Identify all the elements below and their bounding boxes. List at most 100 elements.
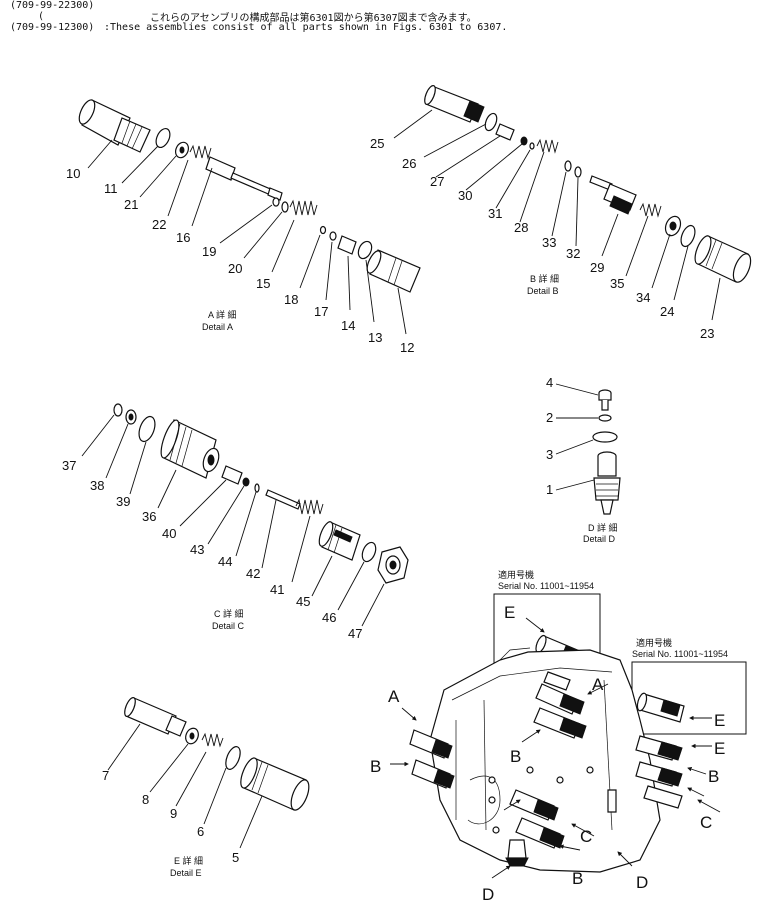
part-38-nut (125, 409, 137, 425)
callout-22: 22 (152, 217, 166, 232)
part-16-spool (205, 156, 283, 201)
part-37-ring (113, 403, 123, 417)
callout-27: 27 (430, 174, 444, 189)
callout-39: 39 (116, 494, 130, 509)
callout-45: 45 (296, 594, 310, 609)
arrow-label-b-top: B (510, 747, 521, 766)
callout-18: 18 (284, 292, 298, 307)
part-14-piston (337, 235, 357, 255)
part-43-nut (242, 477, 250, 487)
part-21-nut (174, 141, 190, 159)
detail-a-jp: A 詳 細 (208, 309, 237, 320)
callout-8: 8 (142, 792, 149, 807)
part-30-nut (520, 136, 528, 146)
part-31-ball (529, 142, 535, 150)
part-13-seal (357, 240, 373, 260)
callout-34: 34 (636, 290, 650, 305)
callout-32: 32 (566, 246, 580, 261)
callout-43: 43 (190, 542, 204, 557)
part-6-o-ring (225, 746, 241, 770)
callout-41: 41 (270, 582, 284, 597)
detail-e-leaders (107, 723, 263, 849)
callout-7: 7 (102, 768, 109, 783)
arrow-label-a-left: A (388, 687, 400, 706)
part-40-piston (221, 465, 243, 485)
detail-d-jp: D 詳 細 (588, 522, 618, 533)
part-4-bolt (598, 389, 612, 411)
arrow-label-a-top: A (592, 675, 604, 694)
arrow-label-b-bottom: B (572, 869, 583, 888)
callout-16: 16 (176, 230, 190, 245)
arrow-label-b-right: B (708, 767, 719, 786)
part-32-ring (574, 166, 582, 178)
detail-b-leaders (393, 109, 721, 321)
callout-36: 36 (142, 509, 156, 524)
arrow-label-c-right: C (700, 813, 712, 832)
part-47-nut (377, 546, 409, 584)
callout-31: 31 (488, 206, 502, 221)
detail-d-group (592, 389, 621, 515)
part-41-spring (295, 498, 324, 515)
callout-25: 25 (370, 136, 384, 151)
main-valve-body (409, 647, 683, 873)
serial-box-2 (631, 661, 747, 735)
part-2-ring (598, 414, 612, 422)
serial-2-en: Serial No. 11001~11954 (632, 649, 728, 659)
detail-b-en: Detail B (527, 286, 559, 296)
part-8-nut (185, 727, 199, 745)
serial-2-jp: 適用号機 (636, 637, 672, 648)
callout-24: 24 (660, 304, 674, 319)
detail-e-en: Detail E (170, 868, 202, 878)
callout-15: 15 (256, 276, 270, 291)
arrow-label-d-right: D (636, 873, 648, 892)
callout-3: 3 (546, 447, 553, 462)
callout-29: 29 (590, 260, 604, 275)
callout-23: 23 (700, 326, 714, 341)
callout-47: 47 (348, 626, 362, 641)
part-28-spring (536, 138, 559, 154)
callout-37: 37 (62, 458, 76, 473)
detail-a-callouts: 10 11 21 22 16 19 20 15 18 17 14 13 12 (66, 166, 414, 355)
callout-46: 46 (322, 610, 336, 625)
part-44-seat (254, 483, 260, 493)
part-34-nut (664, 215, 682, 237)
part-10-plug (78, 99, 151, 153)
part-33-seat (564, 160, 572, 172)
detail-b-callouts: 25 26 27 30 31 28 33 32 29 35 34 24 23 (370, 136, 714, 341)
callout-40: 40 (162, 526, 176, 541)
part-18-ring (319, 225, 327, 235)
part-15-spring (289, 199, 318, 216)
arrow-label-e-right: E (714, 739, 725, 758)
part-12-plug (366, 249, 421, 293)
detail-c-leaders (81, 414, 385, 627)
detail-c-en: Detail C (212, 621, 245, 631)
callout-20: 20 (228, 261, 242, 276)
detail-b-jp: B 詳 細 (530, 273, 559, 284)
callout-10: 10 (66, 166, 80, 181)
arrow-labels: A B A B C B D D C B E E E (370, 603, 725, 904)
callout-13: 13 (368, 330, 382, 345)
callout-33: 33 (542, 235, 556, 250)
callout-6: 6 (197, 824, 204, 839)
callout-28: 28 (514, 220, 528, 235)
arrow-label-b-left: B (370, 757, 381, 776)
callout-44: 44 (218, 554, 232, 569)
part-20-seat (281, 201, 289, 213)
callout-38: 38 (90, 478, 104, 493)
detail-d-en: Detail D (583, 534, 616, 544)
part-36-housing (160, 419, 220, 479)
detail-b-group (424, 85, 752, 283)
callout-11: 11 (104, 181, 118, 196)
callout-19: 19 (202, 244, 216, 259)
serial-1-en: Serial No. 11001~11954 (498, 581, 594, 591)
arrow-label-d-bottom: D (482, 885, 494, 904)
part-25-spool (424, 85, 485, 123)
part-17-ball (329, 231, 337, 241)
callout-2: 2 (546, 410, 553, 425)
part-1-valve (593, 451, 621, 515)
callout-14: 14 (341, 318, 355, 333)
part-3-o-ring (592, 431, 618, 443)
callout-4: 4 (546, 375, 553, 390)
callout-30: 30 (458, 188, 472, 203)
